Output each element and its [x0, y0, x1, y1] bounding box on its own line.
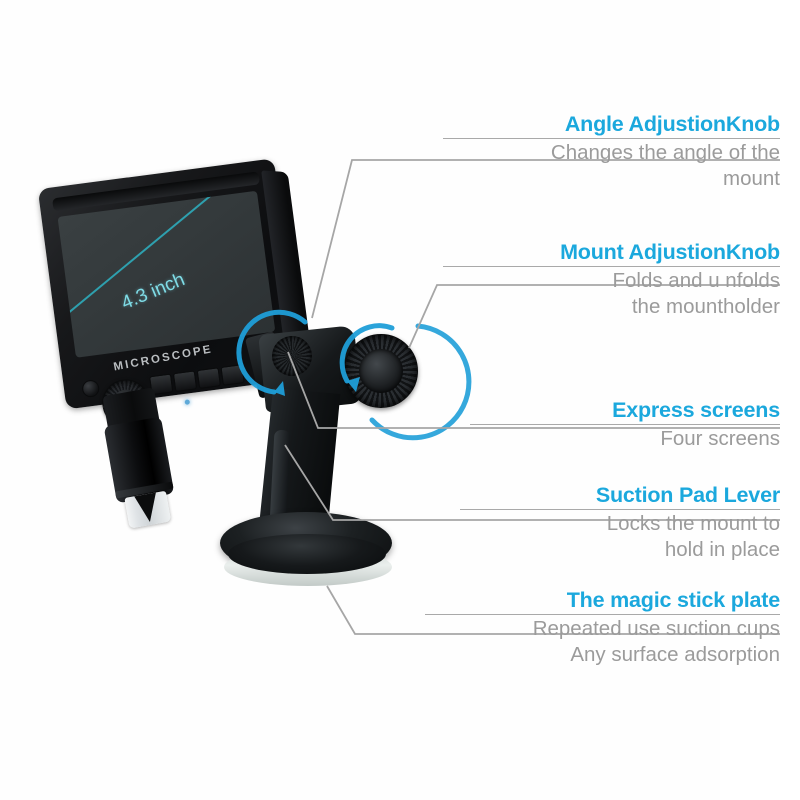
callout-express-screens: Express screens Four screens — [470, 398, 780, 452]
product-illustration: 4.3 inch MICROSCOPE — [0, 0, 470, 640]
callout-description-line-2: the mountholder — [631, 294, 780, 318]
callout-divider — [443, 266, 780, 268]
lens-led-ring — [124, 490, 172, 529]
callout-divider — [470, 424, 780, 426]
control-button-4[interactable] — [220, 364, 245, 386]
callout-title: Mount AdjustionKnob — [560, 240, 780, 264]
callout-description-line-2: hold in place — [664, 537, 780, 561]
callout-title: Suction Pad Lever — [595, 483, 780, 507]
control-button-3[interactable] — [196, 367, 221, 389]
callout-title: Express screens — [612, 398, 780, 422]
callout-angle-adjustion-knob: Angle AdjustionKnob Changes the angle of… — [443, 112, 780, 192]
callout-divider — [443, 138, 780, 140]
status-led — [184, 399, 191, 405]
control-button-2[interactable] — [172, 370, 198, 393]
callout-divider — [460, 509, 780, 511]
mount-adjustment-knob[interactable] — [344, 334, 418, 408]
callout-suction-pad-lever: Suction Pad Lever Locks the mount to hol… — [460, 483, 780, 563]
suction-base-dome-inner — [228, 534, 386, 574]
callout-mount-adjustion-knob: Mount AdjustionKnob Folds and u nfolds t… — [443, 240, 780, 320]
callout-description-line-1: Folds and u nfolds — [612, 269, 780, 293]
screen-size-label: 4.3 inch — [118, 269, 188, 315]
callout-description-line-1: Repeated use suction cups — [532, 617, 780, 641]
callout-description-line-2: Any surface adsorption — [570, 642, 780, 666]
callout-divider — [425, 614, 780, 616]
callout-description-line-1: Locks the mount to — [606, 512, 780, 536]
callout-description-line-1: Changes the angle of the — [550, 141, 780, 165]
callout-description-line-1: Four screens — [660, 427, 780, 451]
callout-title: The magic stick plate — [566, 588, 780, 612]
lcd-screen: 4.3 inch — [57, 190, 276, 358]
callout-description-line-2: mount — [723, 166, 780, 190]
callout-the-magic-stick-plate: The magic stick plate Repeated use sucti… — [425, 588, 780, 668]
callout-title: Angle AdjustionKnob — [564, 112, 780, 136]
